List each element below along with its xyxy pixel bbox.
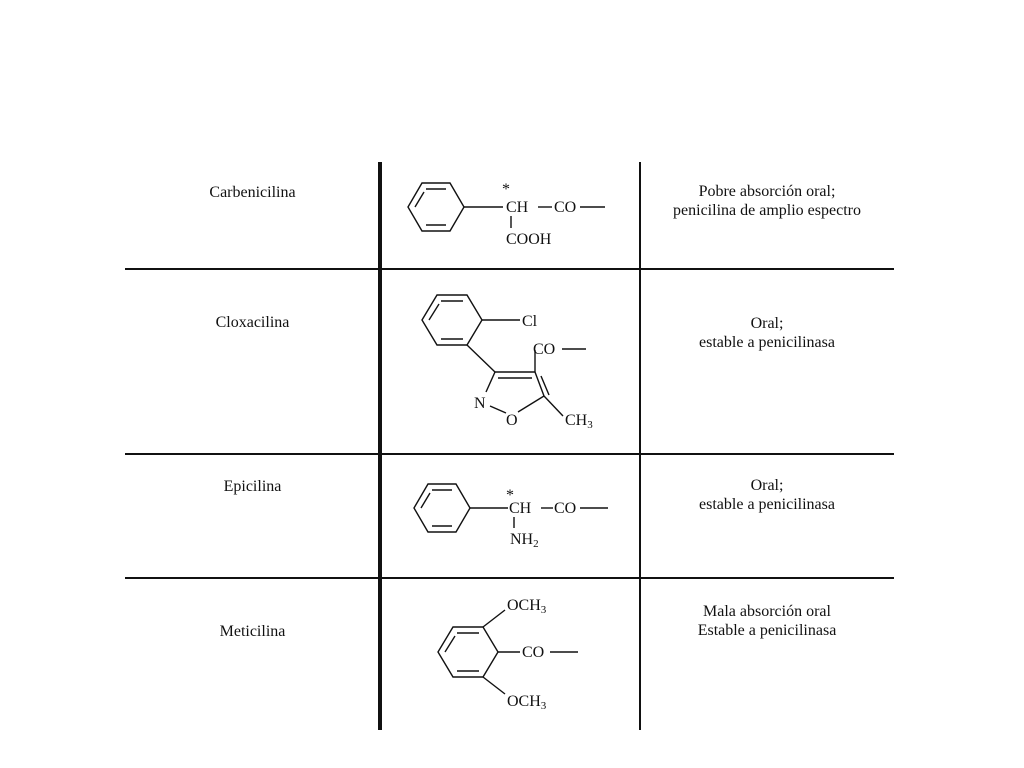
column-divider-thin bbox=[639, 162, 641, 730]
co-label: CO bbox=[522, 644, 544, 661]
co-label: CO bbox=[554, 199, 576, 216]
drug-name-carbenicilina: Carbenicilina bbox=[209, 184, 296, 201]
structure-carbenicilina: * CH CO COOH bbox=[407, 181, 605, 248]
dimethoxyphenyl-ring-icon bbox=[437, 626, 499, 678]
methyl-label: CH3 bbox=[565, 412, 593, 431]
column-divider-bold bbox=[378, 162, 382, 730]
benzene-ring-icon bbox=[407, 182, 465, 232]
chiral-star: * bbox=[502, 181, 510, 198]
ch-label: CH bbox=[506, 199, 529, 216]
drug-name-epicilina: Epicilina bbox=[223, 478, 282, 495]
drug-description-cloxacilina: Oral; estable a penicilinasa bbox=[699, 315, 835, 351]
drug-description-meticilina: Mala absorción oral Estable a penicilina… bbox=[697, 603, 837, 639]
methoxy-top-label: OCH3 bbox=[507, 597, 547, 616]
structure-cloxacilina: Cl N O CO CH3 bbox=[421, 294, 593, 431]
row-divider-3 bbox=[125, 577, 894, 579]
isoxazole-ring-icon bbox=[485, 371, 550, 414]
nitrogen-label: N bbox=[474, 395, 486, 412]
chlorine-label: Cl bbox=[522, 313, 538, 330]
amino-label: NH2 bbox=[510, 531, 539, 550]
chlorophenyl-ring-icon bbox=[421, 294, 483, 346]
co-label: CO bbox=[554, 500, 576, 517]
methoxy-bottom-label: OCH3 bbox=[507, 693, 547, 712]
cooh-label: COOH bbox=[506, 231, 552, 248]
drug-name-cloxacilina: Cloxacilina bbox=[215, 314, 290, 331]
ch-label: CH bbox=[509, 500, 532, 517]
row-divider-2 bbox=[125, 453, 894, 455]
drug-description-epicilina: Oral; estable a penicilinasa bbox=[699, 477, 835, 513]
oxygen-label: O bbox=[506, 412, 518, 429]
row-divider-1 bbox=[125, 268, 894, 270]
structure-meticilina: OCH3 CO OCH3 bbox=[437, 597, 578, 712]
co-label: CO bbox=[533, 341, 555, 358]
structure-epicilina: * CH CO NH2 bbox=[413, 483, 608, 550]
drug-description-carbenicilina: Pobre absorción oral; penicilina de ampl… bbox=[673, 183, 861, 219]
drug-name-meticilina: Meticilina bbox=[219, 623, 286, 640]
chiral-star: * bbox=[506, 487, 514, 504]
benzene-ring-icon bbox=[413, 483, 471, 533]
